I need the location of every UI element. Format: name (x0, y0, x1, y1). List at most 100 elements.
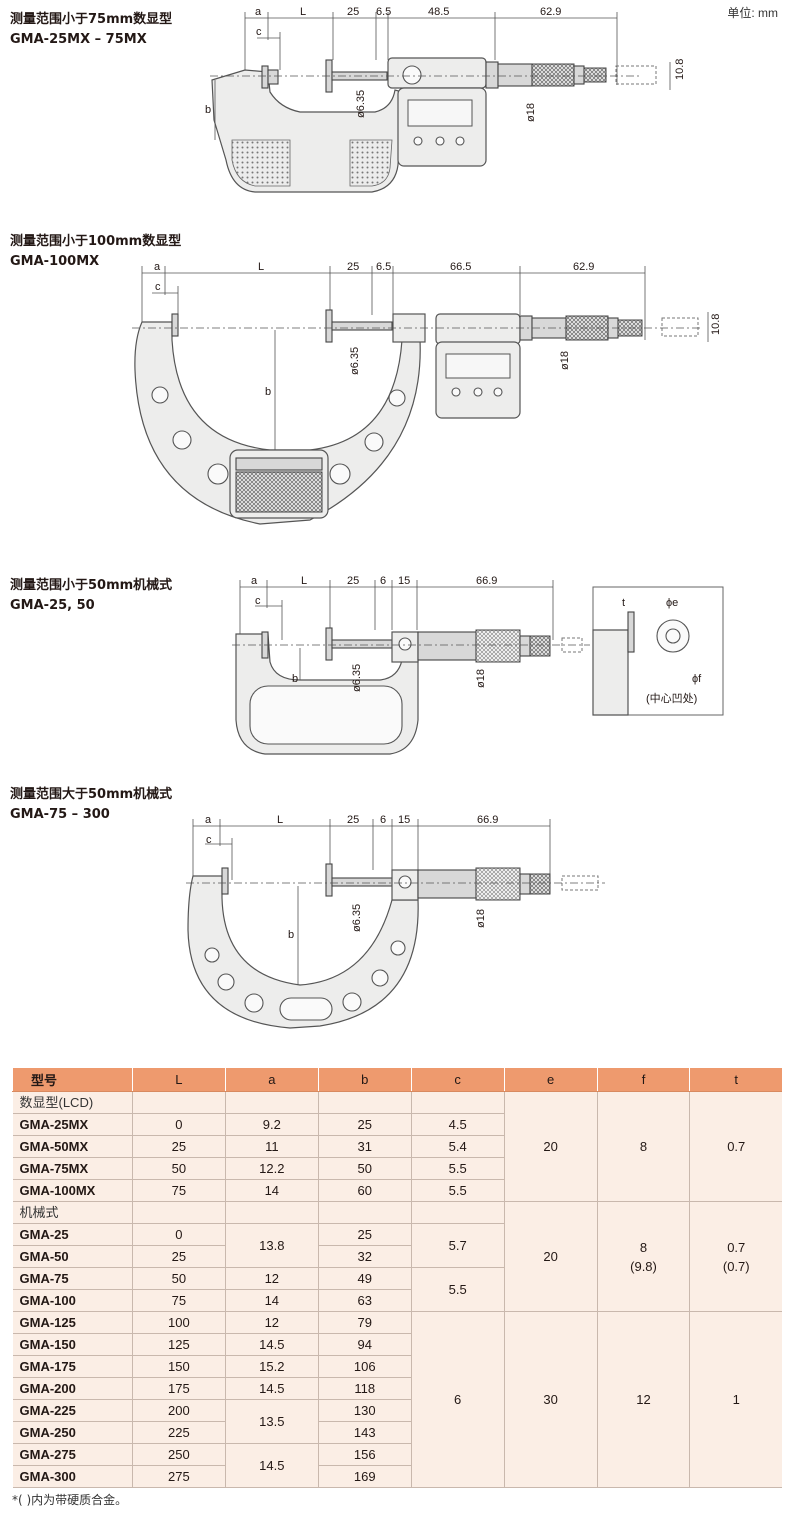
cell-model: GMA-125 (12, 1311, 133, 1334)
cell-b: 118 (317, 1377, 412, 1400)
cell-model: GMA-25 (12, 1223, 133, 1246)
cell-a: 14.5 (224, 1377, 319, 1400)
cell-a: 14.5 (224, 1333, 319, 1356)
cell-a: 13.5 (224, 1399, 319, 1444)
cell-b: 32 (317, 1245, 412, 1268)
table-row: GMA-75MX 50 12.2 50 5.5 (12, 1157, 783, 1180)
cell-f-large: 12 (596, 1311, 690, 1488)
table-row: GMA-50MX 25 11 31 5.4 (12, 1135, 783, 1158)
th-f: f (596, 1068, 690, 1092)
t-alloy-value: (0.7) (722, 1258, 750, 1274)
cell-L: 75 (131, 1289, 226, 1312)
s3-dim-phi18: ø18 (475, 669, 487, 688)
s3-dim-phi635: ø6.35 (351, 664, 363, 692)
cell-model: GMA-250 (12, 1421, 133, 1444)
th-c: c (410, 1068, 505, 1092)
cell-b: 49 (317, 1267, 412, 1290)
cell-L: 0 (131, 1113, 226, 1136)
s3-dim-b: b (292, 673, 298, 685)
s1-dim-c: c (256, 26, 262, 38)
cell-L: 50 (131, 1157, 226, 1180)
section3-title-cn: 测量范围小于50mm机械式 (10, 578, 173, 593)
s2-dim-66.5: 66.5 (450, 261, 471, 273)
cell-L: 50 (131, 1267, 226, 1290)
cell-model: GMA-150 (12, 1333, 133, 1356)
s2-dim-10.8: 10.8 (710, 314, 722, 335)
th-model: 型号 (12, 1068, 133, 1092)
table-row: GMA-300 275 169 (12, 1465, 783, 1488)
s4-dim-15: 15 (398, 814, 410, 826)
table-group-row: 数显型(LCD) 20 8 0.7 (12, 1091, 782, 1202)
s1-dim-25: 25 (347, 6, 359, 18)
cell-a: 14 (224, 1289, 319, 1312)
table-row: GMA-175 150 15.2 106 (12, 1355, 783, 1378)
cell-model: GMA-75MX (12, 1157, 133, 1180)
s4-dim-L: L (277, 814, 283, 826)
cell-a: 13.8 (224, 1223, 319, 1268)
f-value: 8 (639, 1239, 648, 1255)
cell-L: 275 (131, 1465, 226, 1488)
cell-b: 25 (317, 1223, 412, 1246)
cell-lcd-t: 0.7 (689, 1091, 782, 1202)
cell-L: 150 (131, 1355, 226, 1378)
cell-b: 31 (317, 1135, 412, 1158)
s1-dim-6.5: 6.5 (376, 6, 391, 18)
table-row: GMA-150 125 14.5 94 (12, 1333, 783, 1356)
s3-dim-25: 25 (347, 575, 359, 587)
s4-dim-66.9: 66.9 (477, 814, 498, 826)
cell-model: GMA-75 (12, 1267, 133, 1290)
section1-title-cn: 测量范围小于75mm数显型 (10, 12, 173, 27)
cell-L: 0 (131, 1223, 226, 1246)
cell-model: GMA-50 (12, 1245, 133, 1268)
cell-c-large: 6 (410, 1311, 505, 1488)
s2-dim-62.9: 62.9 (573, 261, 594, 273)
table-row: GMA-100MX 75 14 60 5.5 (12, 1179, 783, 1202)
section4-title-model: GMA-75 – 300 (10, 807, 110, 822)
cell-c: 4.5 (410, 1113, 505, 1136)
table-row: GMA-100 75 14 63 (12, 1289, 783, 1312)
s4-dim-6: 6 (380, 814, 386, 826)
cell-a: 12 (224, 1267, 319, 1290)
table-row: GMA-25 0 13.8 25 5.7 (12, 1223, 783, 1268)
cell-c: 5.4 (410, 1135, 505, 1158)
cell-b: 63 (317, 1289, 412, 1312)
detail-t: t (622, 597, 625, 609)
cell-model: GMA-175 (12, 1355, 133, 1378)
cell-mech-f-small: 8 (9.8) (596, 1201, 690, 1312)
footnote: *( )内为带硬质合金。 (12, 1493, 128, 1507)
s1-dim-48.5: 48.5 (428, 6, 449, 18)
s1-dim-L: L (300, 6, 306, 18)
cell-mech-e-small: 20 (503, 1201, 598, 1312)
cell-model: GMA-225 (12, 1399, 133, 1422)
cell-a: 15.2 (224, 1355, 319, 1378)
cell-a: 12 (224, 1311, 319, 1334)
section3-drawing: a c L 25 6 15 66.9 b ø6.35 ø18 t ϕe ϕf (… (232, 575, 724, 755)
s2-dim-phi18: ø18 (559, 351, 571, 370)
s3-dim-c: c (255, 595, 261, 607)
s3-dim-6: 6 (380, 575, 386, 587)
s1-dim-phi635: ø6.35 (355, 90, 367, 118)
section3-title-model: GMA-25, 50 (10, 598, 95, 613)
cell-lcd-e: 20 (503, 1091, 598, 1202)
table-group-row: 机械式 20 8 (9.8) 0.7 (0.7) (12, 1201, 782, 1312)
cell-c: 5.5 (410, 1267, 505, 1312)
cell-model: GMA-100MX (12, 1179, 133, 1202)
cell-model: GMA-50MX (12, 1135, 133, 1158)
cell-b: 169 (317, 1465, 412, 1488)
group-mech-label: 机械式 (12, 1201, 133, 1224)
cell-L: 175 (131, 1377, 226, 1400)
s2-dim-b: b (265, 386, 271, 398)
s2-dim-c: c (155, 281, 161, 293)
cell-b: 79 (317, 1311, 412, 1334)
th-a: a (224, 1068, 319, 1092)
cell-b: 106 (317, 1355, 412, 1378)
cell-mech-t-small: 0.7 (0.7) (689, 1201, 782, 1312)
s4-dim-a: a (205, 814, 212, 826)
cell-c: 5.5 (410, 1179, 505, 1202)
cell-a: 12.2 (224, 1157, 319, 1180)
unit-label: 单位: mm (727, 6, 778, 20)
s2-dim-25: 25 (347, 261, 359, 273)
cell-L: 25 (131, 1245, 226, 1268)
cell-b: 60 (317, 1179, 412, 1202)
cell-a: 11 (224, 1135, 319, 1158)
